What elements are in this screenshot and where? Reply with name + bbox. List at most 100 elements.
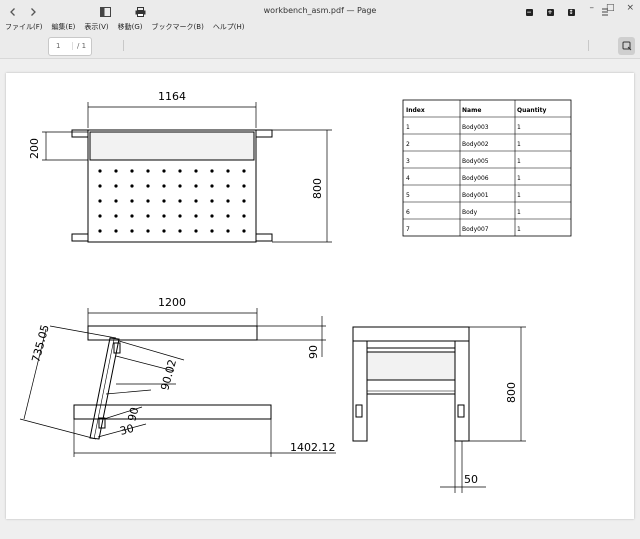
menu-edit[interactable]: 編集(E) [51,23,76,31]
hole [226,214,230,218]
dim-top-left-height: 200 [28,138,41,159]
hole [98,184,102,188]
hole [114,199,118,203]
bom-cell: Body006 [462,175,489,182]
hole [130,199,134,203]
bom-header-name: Name [462,107,481,114]
hole [98,229,102,233]
bom-cell: Body003 [462,124,489,131]
total-pages: / 1 [72,42,86,50]
zoom-in-icon[interactable]: + [546,8,554,16]
bom-cell: 1 [517,141,521,148]
bom-cell: 1 [517,226,521,233]
hole [194,184,198,188]
dim-side-diag: 735.05 [29,323,52,364]
bom-cell: 1 [517,209,521,216]
hole [146,214,150,218]
hole [162,169,166,173]
side-diag-leg [89,337,120,440]
side-bottom-board [73,404,272,420]
window-titlebar: workbench_asm.pdf — Page – □ × [0,0,640,20]
hole [194,199,198,203]
bom-cell: Body005 [462,158,489,165]
bom-cell: 7 [406,226,410,233]
search-icon[interactable] [618,37,635,55]
menu-bar: ファイル(F) 編集(E) 表示(V) 移動(G) ブックマーク(B) ヘルプ(… [0,20,640,34]
bom-cell: 1 [517,175,521,182]
hole [226,199,230,203]
zoom-fit-icon[interactable]: ↕ [567,8,575,16]
hole [146,229,150,233]
menu-bookmarks[interactable]: ブックマーク(B) [151,23,204,31]
continuous-mode-icon[interactable] [598,4,612,20]
menu-go[interactable]: 移動(G) [117,23,143,31]
dim-top-right-height: 800 [311,178,324,199]
page-number-input[interactable]: 1 / 1 [48,37,92,56]
document-viewer[interactable]: 1164 200 800 1200 735.05 90 90.02 90 30 … [0,59,640,539]
pdf-page: 1164 200 800 1200 735.05 90 90.02 90 30 … [6,73,634,519]
dim-side-right: 90 [307,345,320,359]
hole [146,169,150,173]
front-top-board [352,326,470,342]
hole [178,199,182,203]
tab [255,233,273,242]
bom-cell: Body002 [462,141,489,148]
hole [98,169,102,173]
bom-cell: 1 [517,124,521,131]
menu-help[interactable]: ヘルプ(H) [212,23,245,31]
hole [130,184,134,188]
hole [146,184,150,188]
hole [210,184,214,188]
hole [194,169,198,173]
bom-cell: 4 [406,175,410,182]
hole [242,229,246,233]
zoom-out-icon[interactable]: − [525,8,533,16]
hole [242,199,246,203]
menu-view[interactable]: 表示(V) [84,23,109,31]
maximize-button[interactable]: □ [605,3,615,13]
bom-cell: 1 [517,192,521,199]
hole [210,229,214,233]
sidebar-toggle-icon[interactable] [98,4,112,20]
hole [162,229,166,233]
hole [130,214,134,218]
bom-cell: 3 [406,158,410,165]
hole [226,184,230,188]
dim-angle-c: 30 [118,422,135,438]
bom-cell: 6 [406,209,410,216]
bom-cell: 1 [517,158,521,165]
bom-cell: Body [462,209,478,216]
toolbar-separator [123,40,124,51]
hole [98,214,102,218]
menu-file[interactable]: ファイル(F) [5,23,43,31]
hole [162,199,166,203]
forward-icon[interactable] [26,4,40,20]
technical-drawing: 1164 200 800 1200 735.05 90 90.02 90 30 … [19,90,572,493]
toolbar [0,34,640,59]
dim-side-width: 1200 [158,296,186,309]
tab [71,129,89,138]
hole [130,229,134,233]
bom-header-quantity: Quantity [517,107,546,114]
hole [226,229,230,233]
close-button[interactable]: × [626,3,634,13]
back-icon[interactable] [6,4,20,20]
hole [114,214,118,218]
minimize-button[interactable]: – [589,3,594,13]
bom-header-index: Index [406,107,425,114]
hole [178,169,182,173]
current-page[interactable]: 1 [56,42,61,50]
toolbar-separator [588,40,589,51]
print-icon[interactable] [133,4,147,20]
bom-cell: 1 [406,124,410,131]
hole [114,184,118,188]
hole [114,169,118,173]
hole [226,169,230,173]
dim-angle-a: 90.02 [158,358,179,392]
hole [146,199,150,203]
hole [130,169,134,173]
dim-front-small: 50 [464,473,478,486]
hole [242,169,246,173]
hole [178,184,182,188]
hole [210,214,214,218]
